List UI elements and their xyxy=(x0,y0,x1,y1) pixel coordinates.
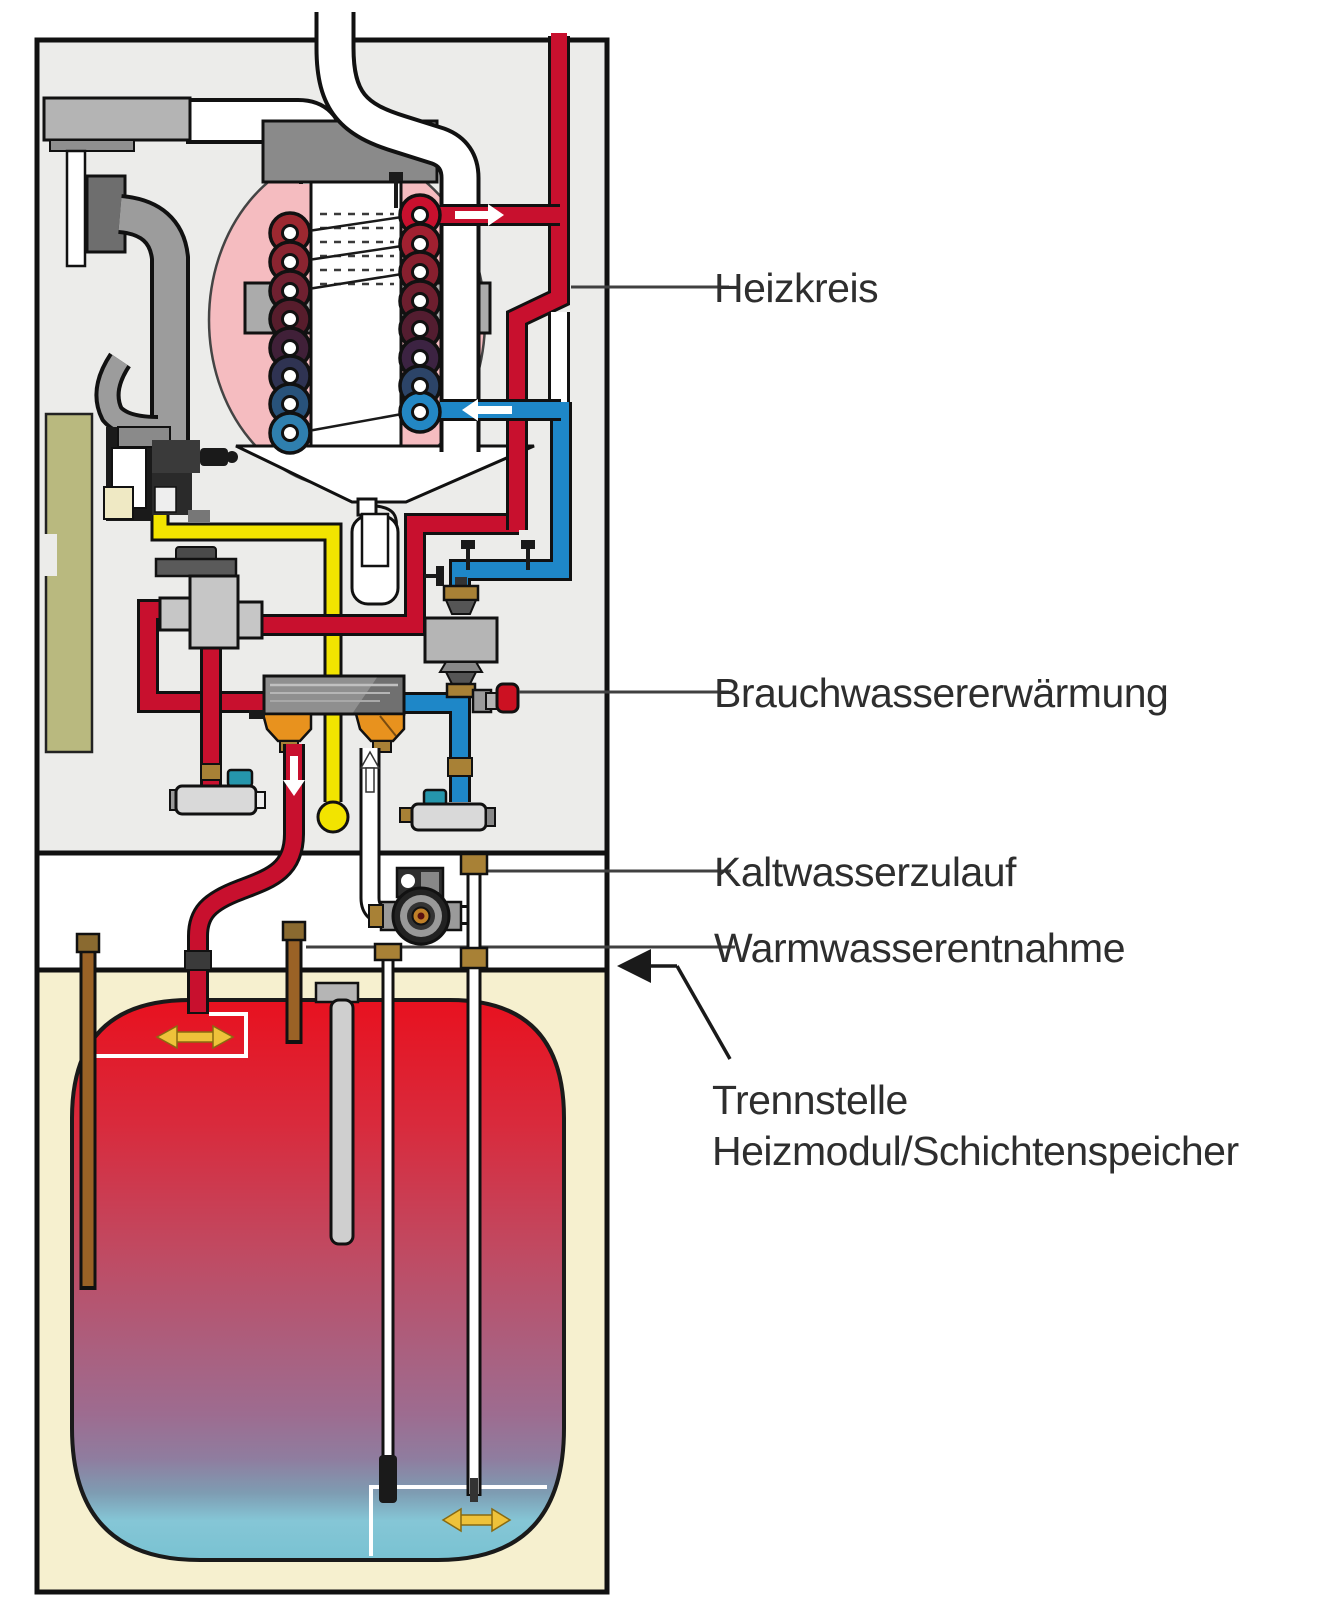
label-heizkreis: Heizkreis xyxy=(714,265,878,311)
condensate-siphon xyxy=(350,512,400,606)
label-kaltwasser: Kaltwasserzulauf xyxy=(714,849,1017,895)
side-panel xyxy=(44,412,94,754)
cold-water-inlet-pipe xyxy=(459,852,489,1502)
transfer-zone xyxy=(75,744,489,1503)
fan-duct xyxy=(117,194,190,452)
air-silencer xyxy=(42,96,192,268)
coil-winding-lines xyxy=(307,215,403,433)
tank-charge-pipe xyxy=(184,744,305,1014)
gas-test-point xyxy=(316,800,350,834)
fan xyxy=(85,174,127,254)
flow-arrow-down-icon xyxy=(283,756,305,796)
label-trennstelle-line2: Heizmodul/Schichtenspeicher xyxy=(712,1128,1239,1174)
label-warmwasser: Warmwasserentnahme xyxy=(714,925,1125,971)
stratification-marker-bottom xyxy=(369,1485,547,1556)
drain-valve-left xyxy=(169,763,266,816)
label-brauchwasser: Brauchwassererwärmung xyxy=(714,670,1168,716)
burner-mesh xyxy=(320,212,394,286)
stratified-storage-tank xyxy=(70,998,566,1562)
diverter-valve xyxy=(423,577,500,714)
hot-water-outlet-stub xyxy=(281,920,307,1044)
flow-arrow-left-icon xyxy=(462,399,512,421)
temperature-sensor xyxy=(424,540,535,586)
dhw-outlet-knob xyxy=(495,682,520,714)
temperature-probe xyxy=(373,942,403,1503)
trennstelle-pointer xyxy=(617,949,732,1060)
charge-pump xyxy=(368,866,463,946)
label-trennstelle-line1: Trennstelle xyxy=(712,1077,908,1123)
tank-sensor-well-left xyxy=(75,932,101,1290)
three-way-valve xyxy=(154,546,264,650)
flow-arrow-up-icon xyxy=(359,750,381,793)
stratification-marker-top xyxy=(84,1012,248,1058)
heat-exchanger-coil-left xyxy=(268,211,312,455)
burner xyxy=(309,178,403,460)
gas-line xyxy=(150,500,343,802)
annotations: Heizkreis Brauchwassererwärmung Kaltwass… xyxy=(617,265,1239,1174)
gas-valve xyxy=(103,426,238,522)
storage-tank-module xyxy=(70,998,566,1562)
dhw-fitting-cold xyxy=(354,712,406,753)
drain-valve-right xyxy=(399,757,496,832)
flow-arrow-right-icon xyxy=(455,204,504,226)
anode-rod xyxy=(314,981,360,1246)
flue-duct xyxy=(314,4,481,452)
heating-module xyxy=(42,4,572,834)
plate-heat-exchanger xyxy=(262,674,406,716)
heat-exchanger-coil-right xyxy=(398,193,442,434)
